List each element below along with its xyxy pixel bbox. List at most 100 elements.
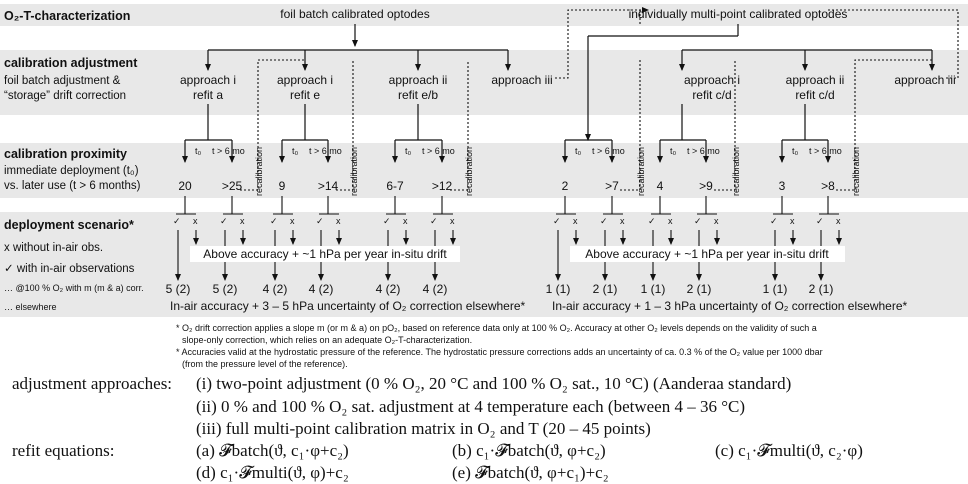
source-foil-batch: foil batch calibrated optodes [280, 7, 429, 21]
prox-value: >12 [432, 179, 453, 193]
prox-value: 6-7 [386, 179, 404, 193]
prox-value: 9 [279, 179, 286, 193]
refit-b: (b) c₁·𝓕batch(ϑ, φ+c₂) [452, 441, 606, 460]
x-mark: x [290, 216, 295, 226]
x-mark: x [668, 216, 673, 226]
insitu-text-left: Above accuracy + ~1 hPa per year in-situ… [203, 247, 447, 261]
prox-value: >8 [821, 179, 835, 193]
t0-label: t₀ [670, 146, 677, 156]
check-mark: ✓ [600, 216, 608, 226]
source-individual: individually multi-point calibrated opto… [629, 7, 848, 21]
check-mark: ✓ [430, 216, 438, 226]
row-sublabel-adj-1: foil batch adjustment & [4, 75, 121, 87]
row-label-deployment-scenario: deployment scenario* [4, 218, 134, 232]
recalibration-label: recalibration [464, 147, 474, 196]
row-label-calibration-adjustment: calibration adjustment [4, 56, 138, 70]
x-mark: x [336, 216, 341, 226]
approach-2-line2: refit e [290, 88, 320, 102]
t6-label: t > 6 mo [309, 146, 342, 156]
prox-value: >9 [699, 179, 713, 193]
x-mark: x [836, 216, 841, 226]
left-value: 5 (2) [166, 282, 191, 296]
deployment-branches [175, 196, 842, 281]
prox-value: >7 [605, 179, 619, 193]
left-value: 4 (2) [309, 282, 334, 296]
t0-label: t₀ [575, 146, 582, 156]
deployment-marks: ✓ x ✓ x ✓ x ✓ x ✓ x ✓ x ✓ x ✓ x ✓ x ✓ x … [173, 216, 841, 226]
proximity-branch-labels: t₀ t > 6 mo t₀ t > 6 mo t₀ t > 6 mo t₀ t… [195, 146, 842, 156]
x-mark: x [573, 216, 578, 226]
right-value: 2 (1) [687, 282, 712, 296]
right-value: 1 (1) [763, 282, 788, 296]
t6-label: t > 6 mo [592, 146, 625, 156]
x-mark: x [193, 216, 198, 226]
insitu-box-left [190, 246, 460, 262]
t6-label: t > 6 mo [809, 146, 842, 156]
refit-c: (c) c₁·𝓕multi(ϑ, c₂·φ) [715, 441, 863, 460]
row-label-calibration-proximity: calibration proximity [4, 147, 127, 161]
refit-equations-title: refit equations: [12, 441, 114, 460]
left-value: 4 (2) [423, 282, 448, 296]
right-value: 2 (1) [593, 282, 618, 296]
proximity-values: 20 >25 9 >14 6-7 >12 2 >7 4 >9 3 >8 [178, 179, 835, 193]
approach-3-line2: refit e/b [398, 88, 438, 102]
check-mark: ✓ [270, 216, 278, 226]
refit-e: (e) 𝓕batch(ϑ, φ+c₁)+c₂ [452, 463, 609, 482]
right-value: 1 (1) [546, 282, 571, 296]
t6-label: t > 6 mo [212, 146, 245, 156]
prox-value: >14 [318, 179, 339, 193]
approach-5-line1: approach i [684, 73, 740, 87]
inair-text-left: In-air accuracy + 3 – 5 hPa uncertainty … [170, 299, 525, 313]
check-mark: ✓ [220, 216, 228, 226]
adjustment-approaches-title: adjustment approaches: [12, 374, 172, 393]
recalibration-label: recalibration [254, 147, 264, 196]
check-mark: ✓ [648, 216, 656, 226]
t0-label: t₀ [792, 146, 799, 156]
approach-2-line1: approach i [277, 73, 333, 87]
left-value: 4 (2) [263, 282, 288, 296]
adjustment-ii: (ii) 0 % and 100 % O₂ sat. adjustment at… [196, 397, 745, 416]
approach-4: approach iii [491, 73, 552, 87]
adjustment-i: (i) two-point adjustment (0 % O₂, 20 °C … [196, 374, 791, 393]
prox-value: 3 [779, 179, 786, 193]
check-mark: ✓ [383, 216, 391, 226]
recalibration-label: recalibration [636, 147, 646, 196]
t6-label: t > 6 mo [422, 146, 455, 156]
check-mark: ✓ [816, 216, 824, 226]
inair-text-right: In-air accuracy + 1 – 3 hPa uncertainty … [552, 299, 907, 313]
t0-label: t₀ [195, 146, 202, 156]
approach-6-line2: refit c/d [795, 88, 834, 102]
left-value-row: 5 (2) 5 (2) 4 (2) 4 (2) 4 (2) 4 (2) [166, 282, 448, 296]
footnote-1b: slope-only correction, which relies on a… [182, 335, 472, 345]
prox-value: 4 [657, 179, 664, 193]
check-mark: ✓ [316, 216, 324, 226]
check-mark: ✓ [173, 216, 181, 226]
t0-label: t₀ [292, 146, 299, 156]
prox-value: >25 [222, 179, 243, 193]
footnote-2b: (from the pressure level of the referenc… [182, 359, 348, 369]
row-sublabel-adj-2: “storage” drift correction [4, 90, 126, 102]
legend-at-100: … @100 % O₂ with m (m & a) corr. [4, 283, 144, 293]
right-source-connectors [585, 24, 935, 141]
x-mark: x [714, 216, 719, 226]
approach-1-line1: approach i [180, 73, 236, 87]
recalibration-loops [240, 59, 932, 191]
band-o2t [0, 4, 968, 26]
x-mark: x [450, 216, 455, 226]
right-value-row: 1 (1) 2 (1) 1 (1) 2 (1) 1 (1) 2 (1) [546, 282, 834, 296]
check-mark: ✓ [553, 216, 561, 226]
legend-elsewhere: … elsewhere [4, 302, 57, 312]
footnote-2a: * Accuracies valid at the hydrostatic pr… [176, 347, 823, 357]
recalibration-label: recalibration [851, 147, 861, 196]
check-mark: ✓ [770, 216, 778, 226]
right-value: 1 (1) [641, 282, 666, 296]
approach-6-line1: approach ii [786, 73, 845, 87]
prox-value: 20 [178, 179, 192, 193]
right-value: 2 (1) [809, 282, 834, 296]
approach-5-line2: refit c/d [692, 88, 731, 102]
approach-3-line1: approach ii [389, 73, 448, 87]
refit-a: (a) 𝓕batch(ϑ, c₁·φ+c₂) [196, 441, 349, 460]
band-deployment-scenario [0, 212, 968, 317]
